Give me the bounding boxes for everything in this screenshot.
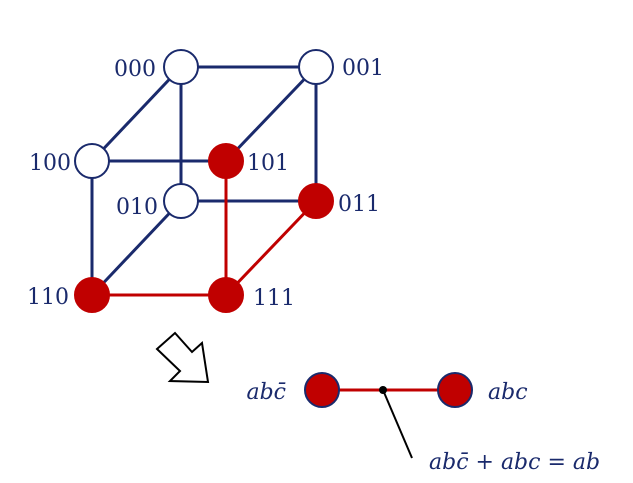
vertex-100 bbox=[74, 143, 110, 179]
term-right: abc bbox=[488, 380, 528, 405]
label-101: 101 bbox=[247, 151, 289, 176]
label-000: 000 bbox=[114, 57, 156, 82]
term-left: abc̄ bbox=[246, 380, 286, 405]
label-111: 111 bbox=[253, 286, 295, 311]
edge-011-111 bbox=[224, 199, 318, 297]
vertex-001 bbox=[298, 49, 334, 85]
vertex-000 bbox=[163, 49, 199, 85]
vertex-111 bbox=[208, 277, 244, 313]
merged-pair: abc̄ abc abc̄ + abc = ab bbox=[246, 372, 600, 475]
transition-arrow-icon bbox=[155, 331, 210, 384]
vertex-101 bbox=[208, 143, 244, 179]
pointer-dot bbox=[379, 386, 387, 394]
label-100: 100 bbox=[29, 151, 71, 176]
label-010: 010 bbox=[116, 195, 158, 220]
pointer-line bbox=[382, 389, 413, 459]
label-011: 011 bbox=[338, 192, 380, 217]
vertex-labels: 000 001 100 101 010 011 110 111 bbox=[27, 56, 384, 311]
edge-000-100 bbox=[90, 65, 183, 163]
cube-edges bbox=[90, 65, 318, 297]
edge-001-101 bbox=[224, 65, 318, 163]
label-001: 001 bbox=[342, 56, 384, 81]
result-expression: abc̄ + abc = ab bbox=[429, 450, 600, 475]
merged-vertex-left bbox=[304, 372, 340, 408]
edge-010-110 bbox=[90, 199, 183, 297]
vertex-010 bbox=[163, 183, 199, 219]
merged-vertex-right bbox=[437, 372, 473, 408]
cube-vertices bbox=[74, 49, 334, 313]
label-110: 110 bbox=[27, 285, 69, 310]
vertex-011 bbox=[298, 183, 334, 219]
vertex-110 bbox=[74, 277, 110, 313]
